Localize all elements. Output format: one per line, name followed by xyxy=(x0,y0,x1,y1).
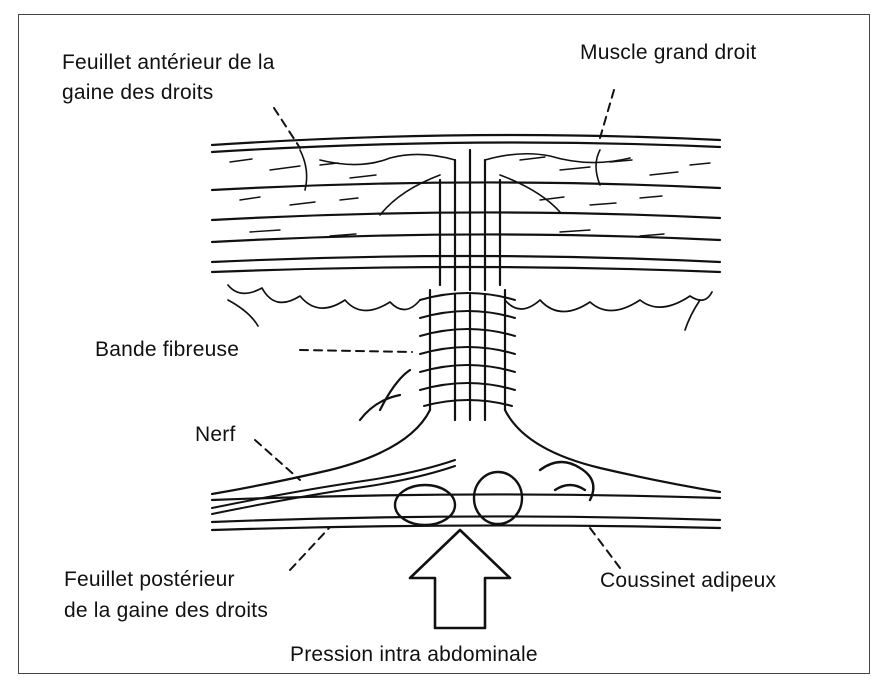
perforating-bundle xyxy=(430,150,505,420)
leader-lines xyxy=(255,90,620,570)
label-anterior-sheath-line2: gaine des droits xyxy=(62,80,213,106)
fascia-fan xyxy=(212,370,720,530)
label-posterior-sheath-line1: Feuillet postérieur xyxy=(64,567,235,593)
label-nerve: Nerf xyxy=(195,422,235,448)
label-fibrous-band: Bande fibreuse xyxy=(95,337,239,363)
label-fat-pad: Coussinet adipeux xyxy=(600,568,776,594)
label-rectus-muscle: Muscle grand droit xyxy=(580,40,756,66)
pressure-arrow xyxy=(410,530,510,628)
label-anterior-sheath-line1: Feuillet antérieur de la xyxy=(62,50,275,76)
fibrous-band-wraps xyxy=(420,293,515,406)
rectus-muscle-layers xyxy=(212,135,720,272)
label-posterior-sheath-line2: de la gaine des droits xyxy=(64,598,268,624)
label-intra-abdominal-pressure: Pression intra abdominale xyxy=(290,642,538,668)
